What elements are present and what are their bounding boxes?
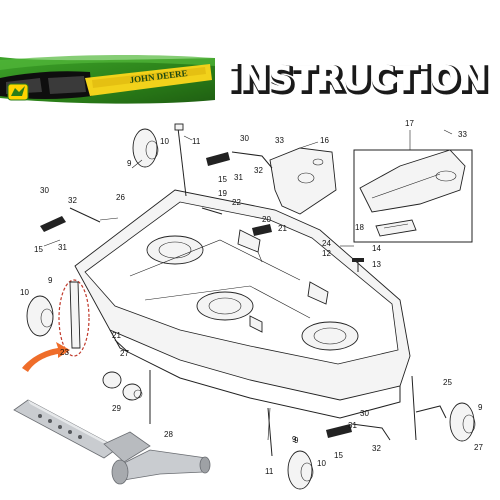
callout-15: 15 bbox=[218, 175, 227, 184]
axle-bolt-closeup bbox=[13, 399, 211, 485]
callout-27: 27 bbox=[120, 349, 129, 358]
callout-32: 32 bbox=[254, 166, 263, 175]
callout-9: 9 bbox=[294, 436, 299, 445]
callout-23: 23 bbox=[60, 348, 69, 357]
callout-21: 21 bbox=[112, 331, 121, 340]
gauge-wheel-left bbox=[26, 295, 54, 337]
callout-16: 16 bbox=[320, 136, 329, 145]
spindle-pins bbox=[102, 371, 143, 401]
callout-25: 25 bbox=[443, 378, 452, 387]
callout-15: 15 bbox=[334, 451, 343, 460]
callout-17: 17 bbox=[405, 119, 414, 128]
callouts: 9 11 10 30 33 16 17 33 15 31 32 30 32 26… bbox=[20, 119, 483, 476]
callout-31: 31 bbox=[234, 173, 243, 182]
page-title-shadow: iNSTRUCTiON bbox=[231, 61, 490, 101]
axle-highlight bbox=[58, 279, 90, 357]
callout-30: 30 bbox=[360, 409, 369, 418]
deck-shield bbox=[269, 147, 337, 215]
callout-32: 32 bbox=[68, 196, 77, 205]
callout-33: 33 bbox=[275, 136, 284, 145]
title-block: iNSTRUCTiON iNSTRUCTiON bbox=[228, 59, 491, 103]
pointer-arrow bbox=[22, 342, 70, 372]
callout-30: 30 bbox=[40, 186, 49, 195]
callout-22: 22 bbox=[232, 198, 241, 207]
callout-9: 9 bbox=[127, 159, 132, 168]
mower-hood-photo: JOHN DEERE bbox=[0, 54, 215, 108]
leader-lines bbox=[43, 129, 453, 441]
gauge-wheel-right bbox=[411, 375, 476, 442]
callout-19: 19 bbox=[218, 189, 227, 198]
callout-15: 15 bbox=[34, 245, 43, 254]
callout-9: 9 bbox=[48, 276, 53, 285]
callout-21: 21 bbox=[278, 224, 287, 233]
callout-29: 29 bbox=[112, 404, 121, 413]
callout-28: 28 bbox=[164, 430, 173, 439]
hardware-bolts bbox=[40, 151, 391, 441]
deere-logo bbox=[7, 83, 29, 101]
callout-10: 10 bbox=[160, 137, 169, 146]
gauge-wheel-top bbox=[132, 123, 187, 197]
gauge-wheel-bottom bbox=[267, 407, 314, 490]
callout-31: 31 bbox=[58, 243, 67, 252]
mower-deck bbox=[74, 189, 411, 419]
callout-33: 33 bbox=[458, 130, 467, 139]
page-title: iNSTRUCTiON bbox=[229, 59, 488, 99]
callout-10: 10 bbox=[317, 459, 326, 468]
callout-24: 24 bbox=[322, 239, 331, 248]
callout-30: 30 bbox=[240, 134, 249, 143]
callout-20: 20 bbox=[262, 215, 271, 224]
callout-32: 32 bbox=[372, 444, 381, 453]
callout-26: 26 bbox=[116, 193, 125, 202]
inset-box bbox=[353, 149, 473, 243]
callout-12: 12 bbox=[322, 249, 331, 258]
callout-9: 9 bbox=[478, 403, 483, 412]
callout-10: 10 bbox=[20, 288, 29, 297]
callout-11: 11 bbox=[192, 137, 201, 146]
callout-18: 18 bbox=[355, 223, 364, 232]
callout-9: 9 bbox=[292, 435, 297, 444]
callout-31: 31 bbox=[348, 421, 357, 430]
header-banner: JOHN DEERE iNSTRUCTiON iNSTRUCTiON bbox=[0, 54, 491, 108]
callout-13: 13 bbox=[372, 260, 381, 269]
callout-14: 14 bbox=[372, 244, 381, 253]
callout-11: 11 bbox=[265, 467, 274, 476]
callout-27: 27 bbox=[474, 443, 483, 452]
